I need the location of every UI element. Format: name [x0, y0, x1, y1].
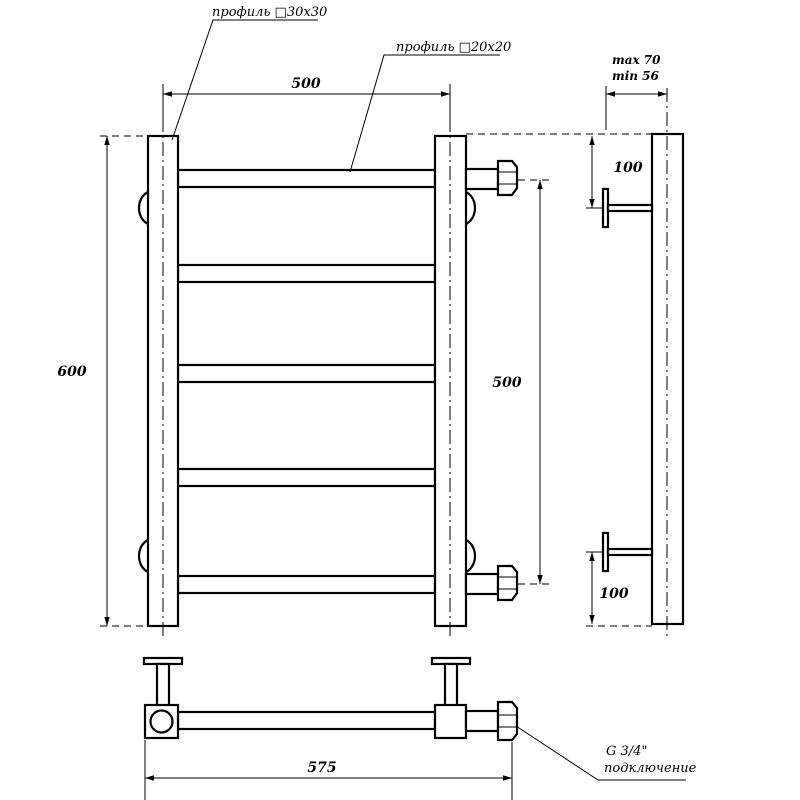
- dim-width-total: 575: [307, 760, 336, 776]
- rung-1: [176, 168, 437, 189]
- connection-nut-top: [464, 159, 519, 197]
- dim-wall-max: max 70: [612, 53, 661, 67]
- rung-3: [176, 363, 437, 384]
- rung-2: [176, 263, 437, 284]
- side-bracket-top: [601, 187, 654, 229]
- leader-connection: [515, 725, 686, 781]
- wall-bracket-top-right: [465, 191, 477, 225]
- label-profile-main: профиль □30x30: [212, 5, 327, 20]
- top-rung: [176, 710, 437, 731]
- top-view: 575 G 3/4" подключение: [142, 656, 697, 800]
- side-view: max 70 min 56 100 100: [466, 53, 685, 640]
- top-upright-left: [143, 703, 180, 740]
- dim-wall-min: min 56: [612, 69, 660, 83]
- dim-bracket-top: 100: [613, 160, 642, 176]
- top-upright-right: [433, 703, 468, 740]
- rung-4: [176, 467, 437, 488]
- dim-height-total: 600: [57, 364, 86, 380]
- wall-bracket-top-left: [137, 191, 149, 225]
- label-connection-text: подключение: [604, 761, 697, 776]
- rungs: [176, 168, 437, 595]
- connection-nut-bottom: [464, 564, 519, 602]
- wall-bracket-bottom-right: [465, 539, 477, 573]
- dim-bracket-bottom: 100: [599, 586, 628, 602]
- leader-profile-main: [171, 19, 318, 141]
- dim-center-distance: 500: [492, 375, 521, 391]
- label-profile-rung: профиль □20x20: [396, 40, 511, 55]
- front-view: профиль □30x30 профиль □20x20 500 600 50…: [57, 5, 552, 640]
- leader-profile-rung: [349, 54, 500, 173]
- top-connector: [464, 700, 519, 742]
- side-bracket-bottom: [601, 531, 654, 573]
- dim-width-top: 500: [291, 76, 320, 92]
- wall-bracket-bottom-left: [137, 539, 149, 573]
- rung-5: [176, 574, 437, 595]
- label-connection-thread: G 3/4": [606, 744, 647, 759]
